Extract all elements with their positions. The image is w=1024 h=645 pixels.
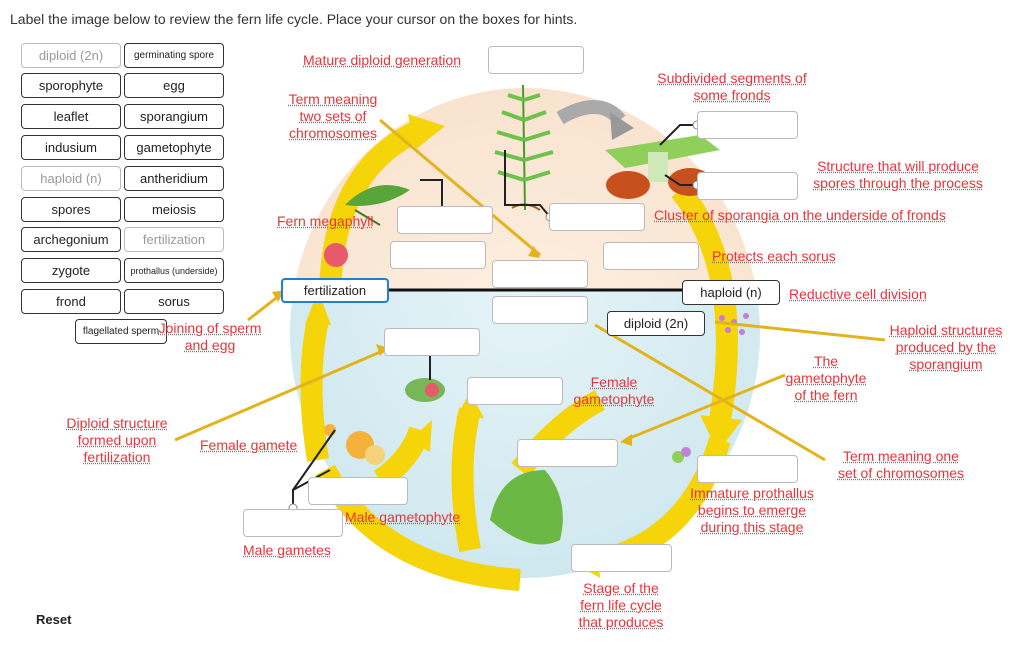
hint-mature-diploid[interactable]: Mature diploid generation: [303, 52, 461, 68]
placed-diploid[interactable]: diploid (2n): [607, 311, 705, 336]
hint-stage[interactable]: Stage of the fern life cycle that produc…: [578, 580, 664, 630]
prothallus-icon: [490, 470, 563, 545]
hint-male-gametophyte[interactable]: Male gametophyte: [345, 509, 461, 525]
drop-slot-immature-prothallus[interactable]: [697, 455, 798, 483]
megaphyll-leaf-icon: [345, 185, 410, 226]
drop-slot-female-gamete[interactable]: [384, 328, 480, 356]
hint-subdivided[interactable]: Subdivided segments of some fronds: [657, 70, 807, 103]
fern-frond-icon: [494, 84, 554, 211]
chip-diploid[interactable]: diploid (2n): [21, 43, 121, 68]
chip-frond[interactable]: frond: [21, 289, 121, 314]
reset-button[interactable]: Reset: [36, 612, 72, 627]
hint-protects[interactable]: Protects each sorus: [712, 248, 836, 264]
chip-flagellated-sperm[interactable]: flagellated sperm: [75, 319, 167, 344]
chip-archegonium[interactable]: archegonium: [21, 227, 121, 252]
hint-two-sets[interactable]: Term meaning two sets of chromosomes: [288, 91, 378, 141]
hint-immature[interactable]: Immature prothallus begins to emerge dur…: [690, 485, 814, 535]
instruction-text: Label the image below to review the fern…: [10, 11, 578, 27]
chip-haploid[interactable]: haploid (n): [21, 166, 121, 191]
drop-slot-male-gametes[interactable]: [243, 509, 343, 537]
zygote-icon: [324, 243, 348, 267]
chip-prothallus-underside[interactable]: prothallus (underside): [124, 258, 224, 283]
chip-zygote[interactable]: zygote: [21, 258, 121, 283]
drop-slot-subdivided[interactable]: [697, 111, 798, 139]
archegonium-icon: [405, 378, 445, 402]
hint-the-gametophyte[interactable]: The gametophyte of the fern: [785, 353, 867, 403]
hint-cluster[interactable]: Cluster of sporangia on the underside of…: [654, 207, 946, 223]
hint-haploid-structures[interactable]: Haploid structures produced by the spora…: [889, 322, 1003, 372]
hint-female-gamete[interactable]: Female gamete: [200, 437, 298, 453]
drop-slot-zygote[interactable]: [390, 241, 486, 269]
drop-slot-the-gametophyte[interactable]: [467, 377, 563, 405]
germinating-spore-icon: [672, 447, 691, 463]
placed-fertilization[interactable]: fertilization: [281, 278, 389, 303]
drop-slot-male-gametophyte[interactable]: [308, 477, 408, 505]
drop-slot-female-gametophyte[interactable]: [517, 439, 618, 467]
hint-male-gametes[interactable]: Male gametes: [243, 542, 331, 558]
hint-female-gametophyte[interactable]: Female gametophyte: [573, 374, 655, 407]
chip-sorus[interactable]: sorus: [124, 289, 224, 314]
chip-sporangium[interactable]: sporangium: [124, 104, 224, 129]
drop-slot-protects-sorus[interactable]: [603, 242, 699, 270]
chip-sporophyte[interactable]: sporophyte: [21, 73, 121, 98]
drop-slot-cluster[interactable]: [549, 203, 645, 231]
chip-germinating-spore[interactable]: germinating spore: [124, 43, 224, 68]
drop-slot-two-sets[interactable]: [492, 260, 588, 288]
chip-meiosis[interactable]: meiosis: [124, 197, 224, 222]
drop-slot-mature-diploid[interactable]: [488, 46, 584, 74]
drop-slot-structure-spores[interactable]: [697, 172, 798, 200]
chip-gametophyte[interactable]: gametophyte: [124, 135, 224, 160]
placed-haploid[interactable]: haploid (n): [682, 280, 780, 305]
hint-reductive[interactable]: Reductive cell division: [789, 286, 927, 302]
hint-joining[interactable]: Joining of sperm and egg: [158, 320, 262, 353]
chip-leaflet[interactable]: leaflet: [21, 104, 121, 129]
drop-slot-stage[interactable]: [571, 544, 672, 572]
chip-spores[interactable]: spores: [21, 197, 121, 222]
hint-megaphyll[interactable]: Fern megaphyll: [277, 213, 374, 229]
hint-term-one-set[interactable]: Term meaning one set of chromosomes: [837, 448, 965, 481]
chip-fertilization[interactable]: fertilization: [124, 227, 224, 252]
chip-indusium[interactable]: indusium: [21, 135, 121, 160]
chip-antheridium[interactable]: antheridium: [124, 166, 224, 191]
drop-slot-fern-megaphyll[interactable]: [397, 206, 493, 234]
hint-structure-spores[interactable]: Structure that will produce spores throu…: [813, 158, 983, 191]
hint-diploid-structure[interactable]: Diploid structure formed upon fertilizat…: [66, 415, 168, 465]
chip-egg[interactable]: egg: [124, 73, 224, 98]
drop-slot-term-one-set[interactable]: [492, 296, 588, 324]
